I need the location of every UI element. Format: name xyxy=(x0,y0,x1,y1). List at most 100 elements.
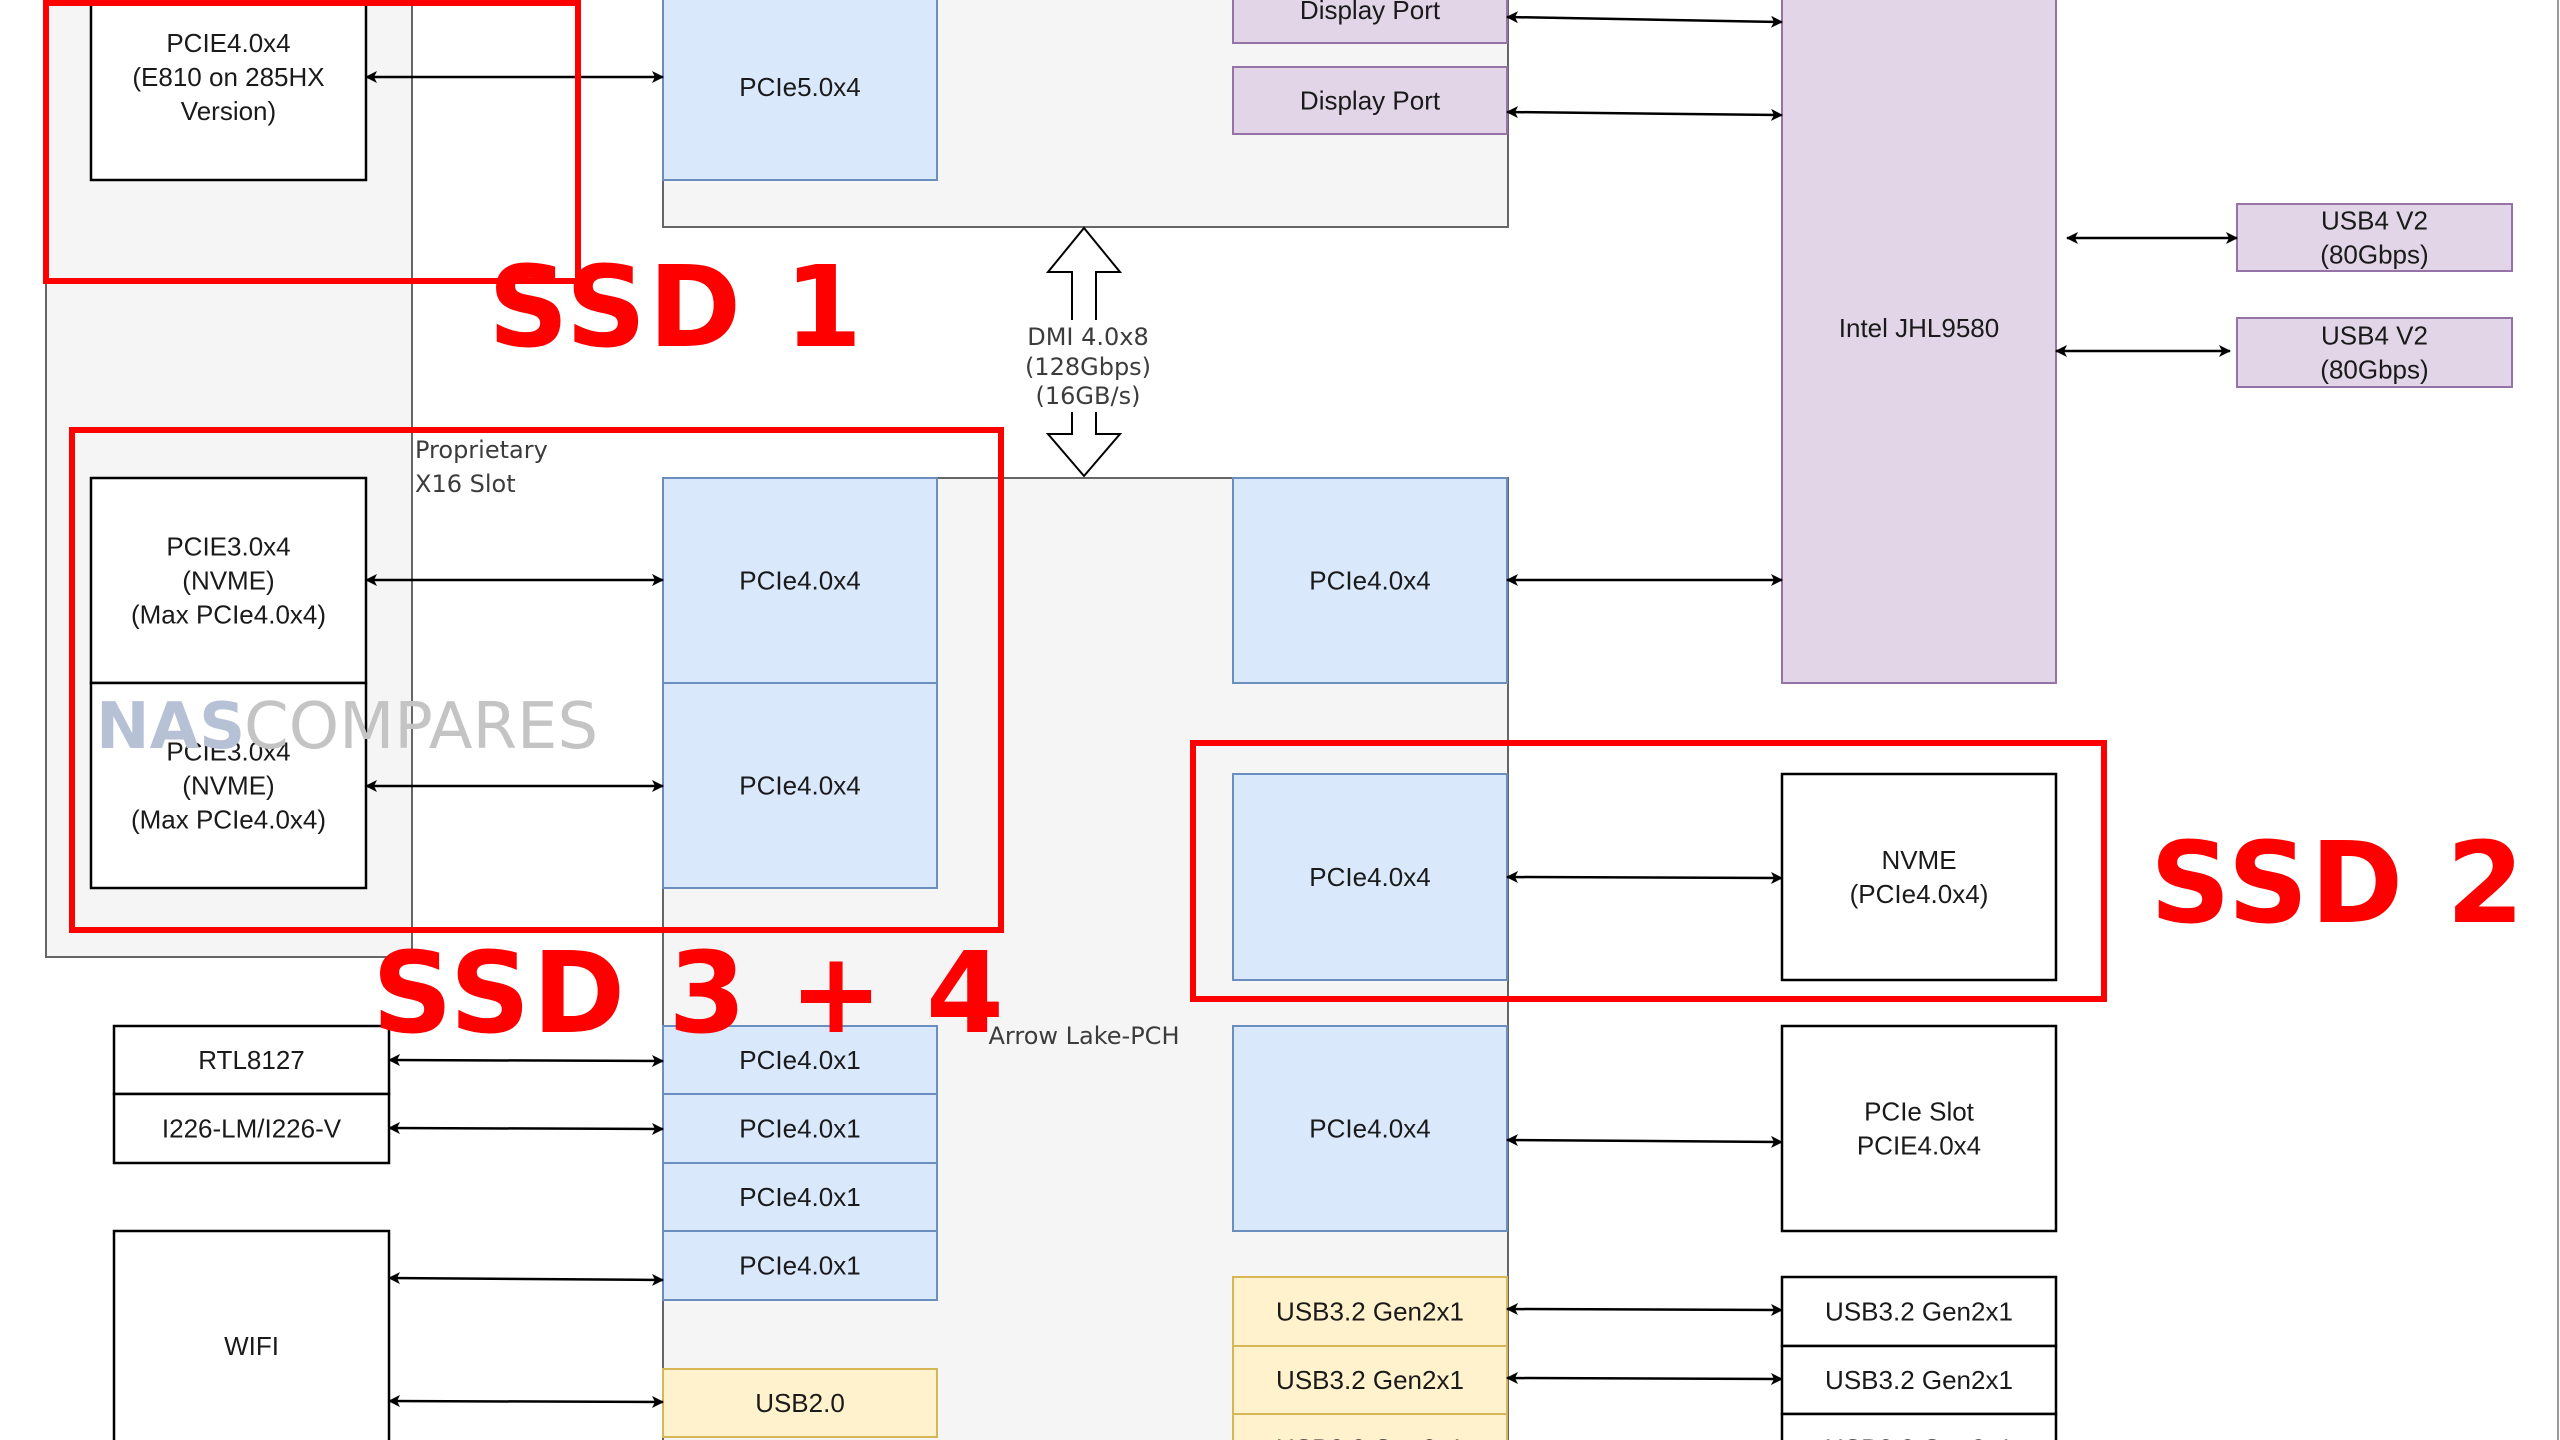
node-rtl8127: RTL8127 xyxy=(112,1024,391,1096)
node-box xyxy=(1232,1276,1508,1347)
link-pch-usb32-2-to-port-usb32-2 xyxy=(1506,1372,1783,1385)
node-pch-x1-4: PCIe4.0x1 xyxy=(662,1230,938,1301)
node-box xyxy=(1780,1024,2058,1233)
node-nvme-ssd2: NVME (PCIe4.0x4) xyxy=(1780,772,2058,982)
node-label: Version) xyxy=(181,96,276,126)
node-label: Display Port xyxy=(1300,86,1441,116)
node-box xyxy=(662,1230,938,1301)
node-pch-usb32-3: USB3.2 Gen2x1 xyxy=(1232,1413,1508,1440)
node-box xyxy=(1781,0,2057,684)
node-cpu-dp2: Display Port xyxy=(1232,66,1508,135)
node-box xyxy=(2236,203,2513,272)
node-label: (PCIe4.0x4) xyxy=(1850,879,1989,909)
node-box xyxy=(89,0,368,182)
node-box xyxy=(112,1024,391,1096)
panel-labels: Proprietary X16 Slot Arrow Lake-PCH xyxy=(415,436,1179,1050)
node-box xyxy=(662,1368,938,1438)
node-label: PCIe4.0x4 xyxy=(739,771,860,801)
node-label: PCIe5.0x4 xyxy=(739,72,860,102)
node-label: USB4 V2 xyxy=(2321,206,2428,236)
node-pch-x1-1: PCIe4.0x1 xyxy=(662,1025,938,1095)
node-label: NVME xyxy=(1881,845,1956,875)
node-pch-pcie4-b: PCIe4.0x4 xyxy=(662,682,938,889)
dmi-label-line2: (128Gbps) xyxy=(1025,353,1151,381)
link-pch-usb32-1-to-port-usb32-1 xyxy=(1506,1303,1783,1316)
node-box xyxy=(662,1162,938,1232)
node-box xyxy=(112,1092,391,1165)
node-box xyxy=(112,1229,391,1440)
node-label: (80Gbps) xyxy=(2320,240,2428,270)
node-box xyxy=(662,0,938,181)
node-label: (Max PCIe4.0x4) xyxy=(131,600,326,630)
node-box xyxy=(1232,1413,1508,1440)
node-port-usb32-2: USB3.2 Gen2x1 xyxy=(1780,1344,2058,1416)
pch-label: Arrow Lake-PCH xyxy=(989,1022,1180,1050)
dmi-link: DMI 4.0x8 (128Gbps) (16GB/s) xyxy=(1025,226,1151,478)
node-pch-x1-2: PCIe4.0x1 xyxy=(662,1093,938,1164)
links-layer xyxy=(365,11,2238,1408)
node-port-usb32-1: USB3.2 Gen2x1 xyxy=(1780,1275,2058,1348)
node-label: PCIe4.0x4 xyxy=(1309,862,1430,892)
node-pch-pcie4-a: PCIe4.0x4 xyxy=(662,477,938,684)
highlight-label-ssd2: SSD 2 xyxy=(2150,819,2526,949)
node-label: PCIe4.0x1 xyxy=(739,1114,860,1144)
node-label: PCIe4.0x4 xyxy=(739,566,860,596)
node-box xyxy=(1232,66,1508,135)
link-wifi-to-pch-x1-4 xyxy=(388,1272,664,1286)
node-label: Display Port xyxy=(1300,0,1441,25)
node-pch-usb32-1: USB3.2 Gen2x1 xyxy=(1232,1276,1508,1347)
page-right-border xyxy=(2557,0,2559,1440)
node-label: Intel JHL9580 xyxy=(1839,313,1999,343)
node-cpu-dp1: Display Port xyxy=(1232,0,1508,44)
node-cpu-pcie5: PCIe5.0x4 xyxy=(662,0,938,181)
node-port-usb32-3: USB3.2 Gen2x1 xyxy=(1780,1412,2058,1440)
node-box xyxy=(1232,773,1508,981)
node-box xyxy=(1780,772,2058,982)
node-label: USB3.2 Gen2x1 xyxy=(1825,1434,2013,1440)
watermark-nas: NAS xyxy=(96,690,245,764)
node-label: I226-LM/I226-V xyxy=(162,1114,342,1144)
node-box xyxy=(662,682,938,889)
node-jhl9580: Intel JHL9580 xyxy=(1781,0,2057,684)
watermark: NAS COMPARES xyxy=(96,690,598,764)
proprietary-slot-label-line2: X16 Slot xyxy=(415,470,516,498)
node-label: (NVME) xyxy=(182,566,274,596)
node-usb4-1: USB4 V2 (80Gbps) xyxy=(2236,203,2513,272)
node-nvme-slot-1: PCIE3.0x4(NVME)(Max PCIe4.0x4) xyxy=(89,476,368,685)
node-label: PCIe Slot xyxy=(1864,1097,1975,1127)
node-pch-usb32-2: USB3.2 Gen2x1 xyxy=(1232,1345,1508,1415)
node-label: PCIE4.0x4 xyxy=(1857,1131,1981,1161)
node-box xyxy=(1232,1025,1508,1232)
dmi-arrow-up-outline xyxy=(1045,226,1123,320)
link-i226-to-pch-x1-2 xyxy=(388,1122,664,1135)
highlight-label-ssd1: SSD 1 xyxy=(488,243,864,373)
node-label: PCIe4.0x1 xyxy=(739,1045,860,1075)
watermark-compares: COMPARES xyxy=(244,690,598,764)
node-wifi: WIFI xyxy=(112,1229,391,1440)
node-label: PCIe4.0x1 xyxy=(739,1182,860,1212)
node-box xyxy=(1780,1275,2058,1348)
highlight-box-ssd2 xyxy=(1190,740,2107,1002)
dmi-label-line1: DMI 4.0x8 xyxy=(1027,323,1149,351)
node-label: (80Gbps) xyxy=(2320,355,2428,385)
node-i226: I226-LM/I226-V xyxy=(112,1092,391,1165)
node-pch-pcie4-c: PCIe4.0x4 xyxy=(1232,477,1508,684)
link-pch-pcie4-e-to-pcie-slot xyxy=(1506,1134,1783,1148)
link-wifi-to-pch-usb2 xyxy=(388,1395,664,1408)
node-label: USB3.2 Gen2x1 xyxy=(1825,1297,2013,1327)
dmi-arrow-down-icon xyxy=(1045,412,1123,478)
highlight-label-ssd34: SSD 3 + 4 xyxy=(372,929,1006,1059)
node-label: PCIe4.0x4 xyxy=(1309,566,1430,596)
highlights-layer: SSD 1 SSD 3 + 4 SSD 2 xyxy=(43,0,2526,1059)
link-cpu-dp1-to-jhl9580 xyxy=(1506,11,1783,28)
node-box xyxy=(2236,317,2513,388)
highlight-box-ssd1 xyxy=(43,0,581,284)
node-label: USB3.2 Gen2x1 xyxy=(1825,1365,2013,1395)
node-label: PCIe4.0x4 xyxy=(1309,1114,1430,1144)
node-label: WIFI xyxy=(224,1331,279,1361)
node-pch-x1-3: PCIe4.0x1 xyxy=(662,1162,938,1232)
node-box xyxy=(1780,1412,2058,1440)
